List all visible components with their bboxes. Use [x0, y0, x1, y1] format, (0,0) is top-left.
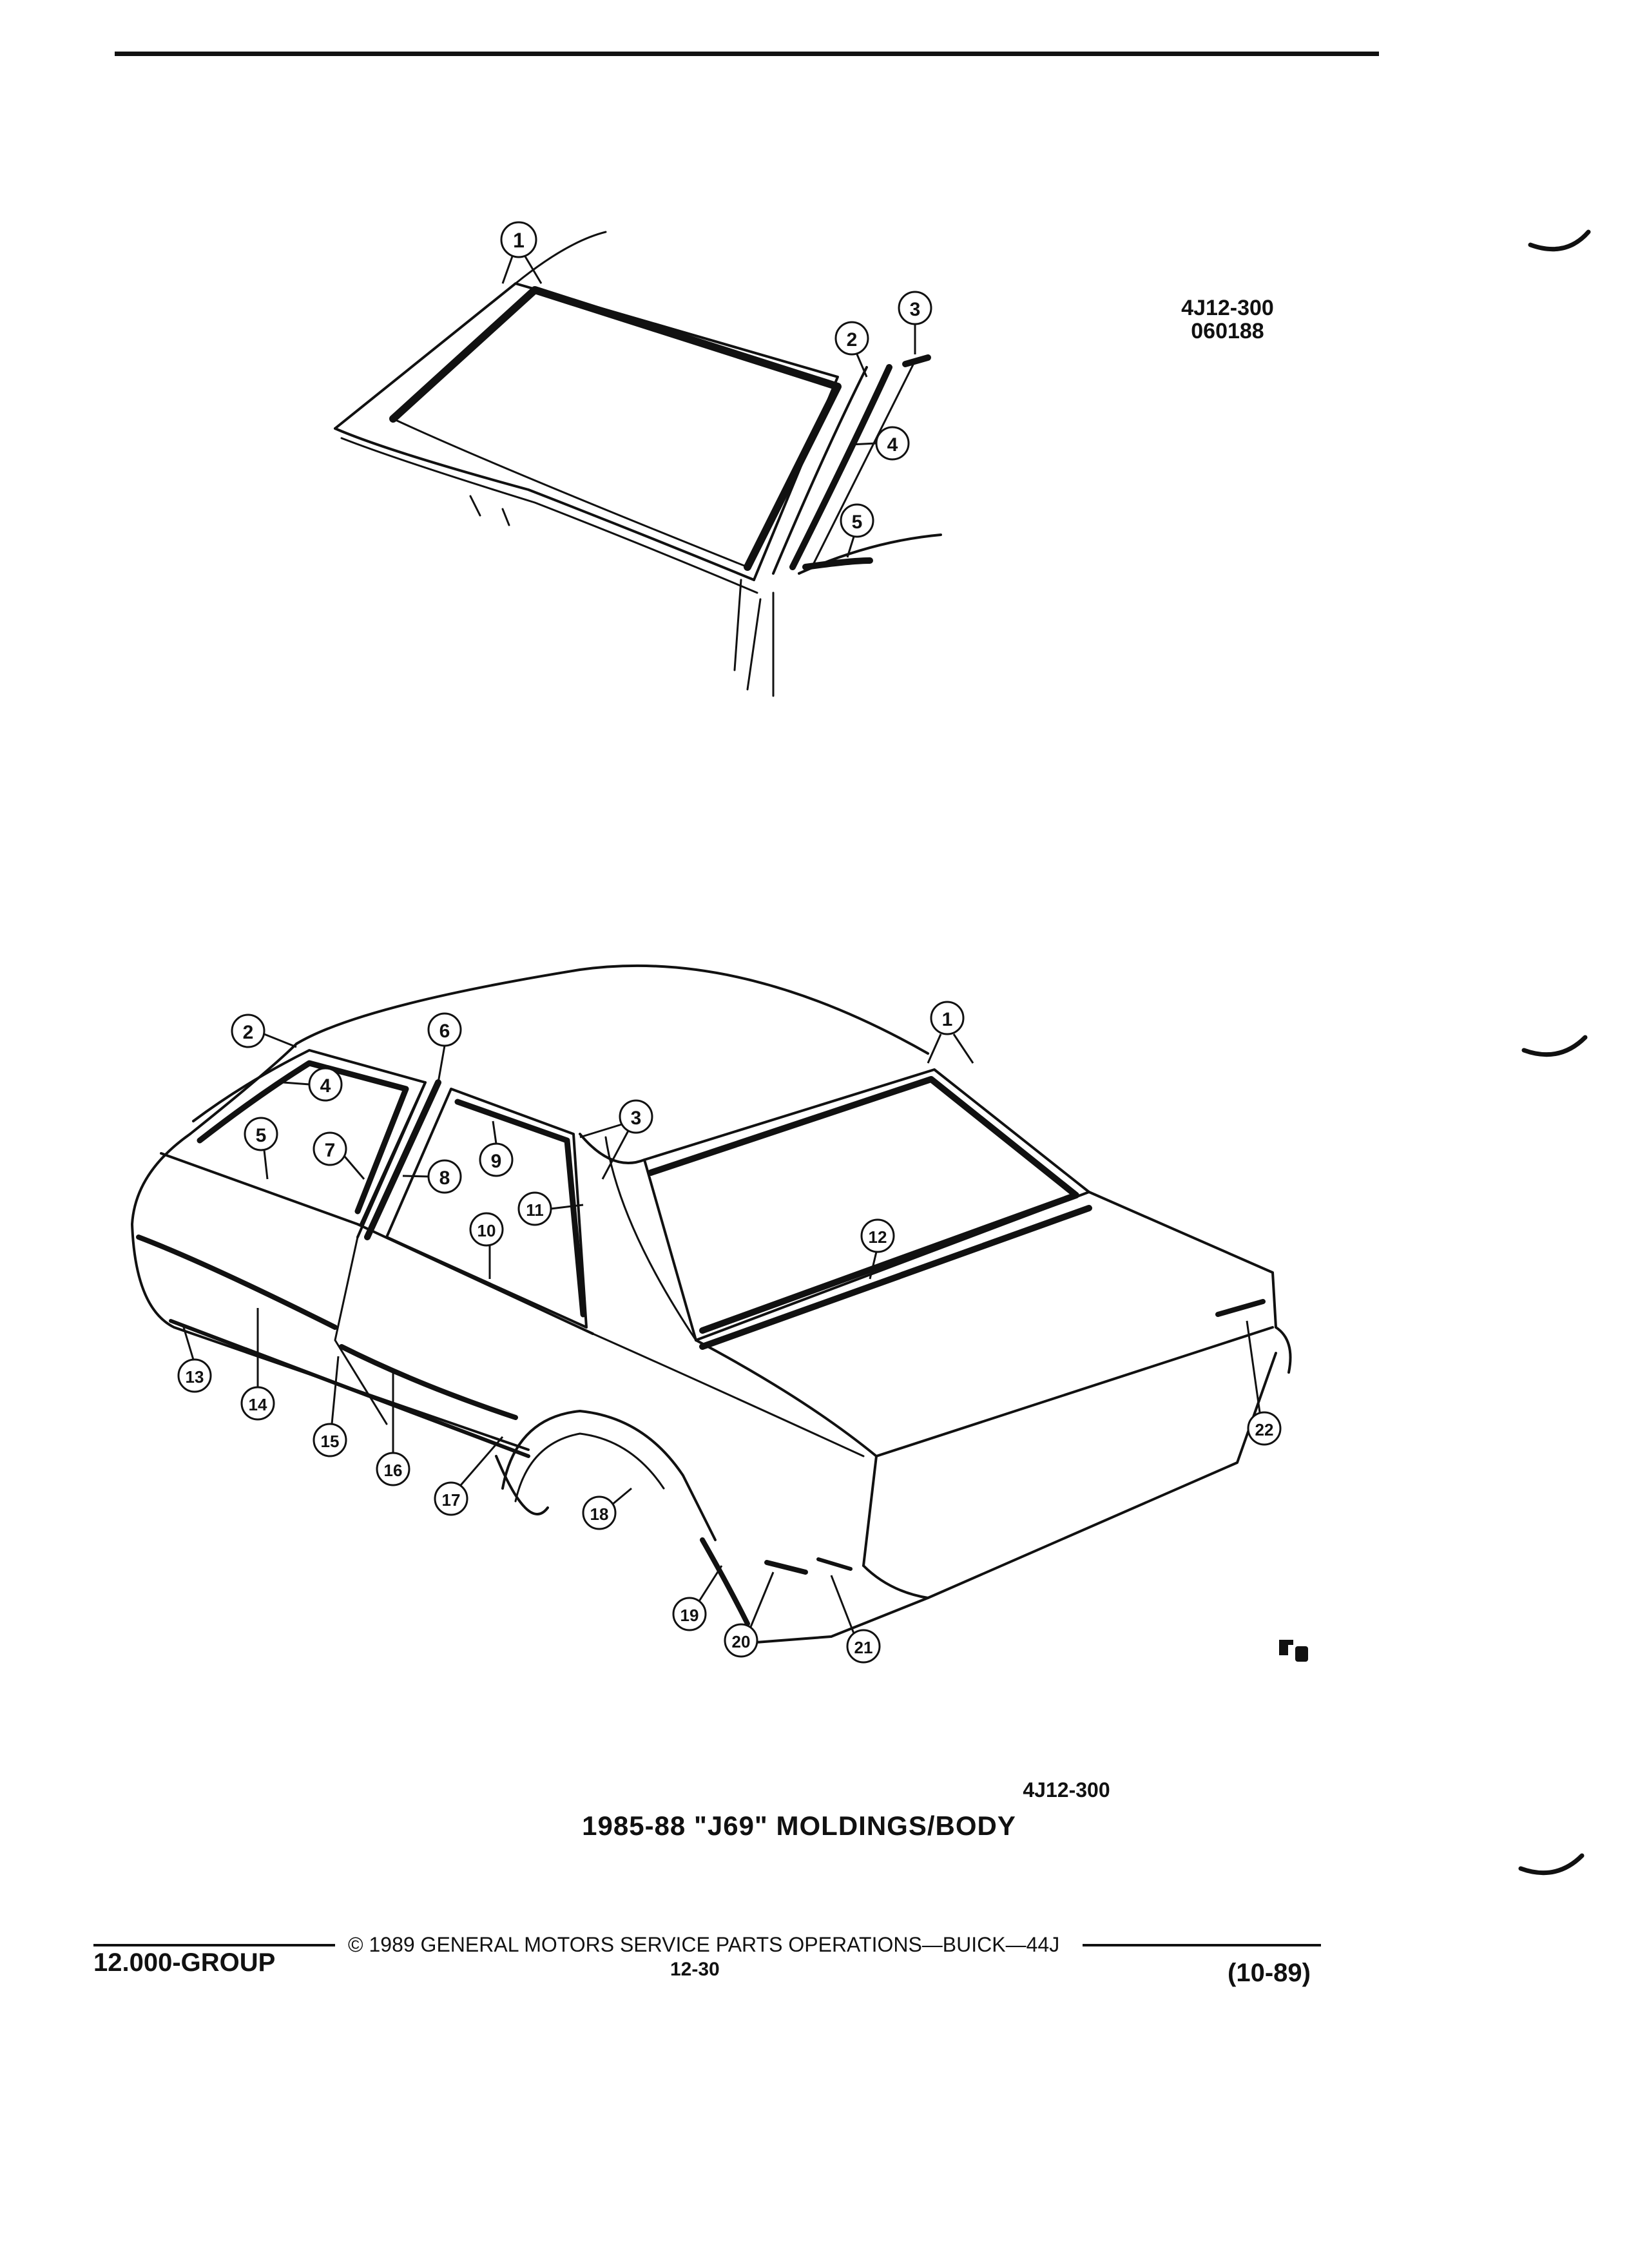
svg-text:14: 14 [249, 1395, 267, 1414]
svg-text:12: 12 [869, 1227, 887, 1247]
callout-bottom-21: 21 [830, 1575, 881, 1664]
windshield-diagram [334, 231, 942, 697]
callout-bottom-7: 7 [313, 1131, 365, 1180]
svg-text:2: 2 [847, 329, 858, 351]
callout-bottom-15: 15 [313, 1356, 347, 1457]
svg-text:19: 19 [680, 1606, 699, 1625]
svg-text:5: 5 [256, 1125, 267, 1146]
svg-text:9: 9 [491, 1151, 502, 1172]
callout-top-3: 3 [898, 291, 932, 354]
punch-marks [1518, 229, 1591, 1876]
svg-text:3: 3 [910, 299, 921, 320]
footer-page-number: 12-30 [670, 1959, 720, 1980]
svg-text:1: 1 [513, 229, 525, 252]
svg-text:15: 15 [321, 1432, 340, 1451]
footer-rule-right [1083, 1944, 1321, 1946]
callout-bottom-4: 4 [283, 1067, 343, 1102]
callout-top-4: 4 [850, 426, 910, 461]
callout-bottom-18: 18 [582, 1487, 632, 1530]
svg-text:17: 17 [442, 1490, 461, 1510]
callout-bottom-6: 6 [427, 1012, 462, 1083]
svg-text:3: 3 [631, 1108, 642, 1129]
svg-text:11: 11 [526, 1200, 544, 1220]
figure-code-top: 4J12-300 060188 [1150, 296, 1305, 343]
svg-text:1: 1 [942, 1009, 953, 1030]
callout-bottom-11: 11 [517, 1191, 584, 1226]
callout-bottom-16: 16 [376, 1372, 410, 1486]
callout-bottom-13: 13 [177, 1327, 212, 1393]
svg-text:4: 4 [320, 1075, 331, 1097]
callouts-bottom: 1 2 3 4 5 6 7 8 9 10 11 12 13 14 15 16 1… [177, 1001, 1282, 1664]
svg-text:16: 16 [384, 1461, 403, 1480]
svg-text:5: 5 [852, 512, 863, 533]
callout-bottom-9: 9 [479, 1120, 514, 1177]
car-body-diagram [131, 964, 1292, 1644]
svg-text:21: 21 [854, 1638, 873, 1657]
callout-bottom-10: 10 [469, 1212, 504, 1279]
callout-bottom-8: 8 [402, 1159, 462, 1194]
svg-text:13: 13 [186, 1367, 204, 1387]
callout-bottom-22: 22 [1246, 1320, 1282, 1446]
callout-bottom-17: 17 [434, 1436, 504, 1516]
figure-code-top-number: 4J12-300 [1181, 296, 1274, 320]
svg-text:4: 4 [887, 434, 898, 456]
callout-bottom-19: 19 [672, 1565, 723, 1631]
svg-text:7: 7 [325, 1140, 336, 1161]
footer-date: (10-89) [1228, 1959, 1311, 1987]
svg-text:8: 8 [439, 1168, 450, 1189]
callout-top-2: 2 [834, 321, 869, 378]
footer-rule-left [93, 1944, 335, 1946]
callout-bottom-20: 20 [724, 1571, 775, 1658]
svg-text:2: 2 [243, 1022, 254, 1043]
svg-text:22: 22 [1255, 1420, 1274, 1439]
callout-bottom-3: 3 [579, 1099, 653, 1180]
callout-top-5: 5 [840, 503, 874, 558]
callout-bottom-14: 14 [240, 1308, 275, 1421]
svg-text:18: 18 [590, 1504, 609, 1524]
footer-copyright: © 1989 GENERAL MOTORS SERVICE PARTS OPER… [348, 1933, 1060, 1956]
figure-caption: 1985-88 "J69" MOLDINGS/BODY [582, 1811, 1016, 1841]
callout-bottom-5: 5 [244, 1117, 278, 1180]
svg-text:20: 20 [732, 1632, 751, 1651]
footer-group: 12.000-GROUP [93, 1948, 276, 1977]
header-rule [115, 52, 1379, 56]
logo-mark [1279, 1640, 1308, 1662]
callout-top-1: 1 [500, 221, 543, 284]
figure-code-top-date: 060188 [1191, 319, 1264, 343]
svg-text:10: 10 [477, 1221, 496, 1240]
callouts-top: 1 2 3 4 5 [500, 221, 932, 558]
callout-bottom-2: 2 [231, 1014, 297, 1048]
callout-bottom-12: 12 [860, 1218, 895, 1280]
figure-code-bottom: 4J12-300 [1023, 1778, 1110, 1802]
svg-text:6: 6 [439, 1021, 450, 1042]
callout-bottom-1: 1 [927, 1001, 974, 1064]
